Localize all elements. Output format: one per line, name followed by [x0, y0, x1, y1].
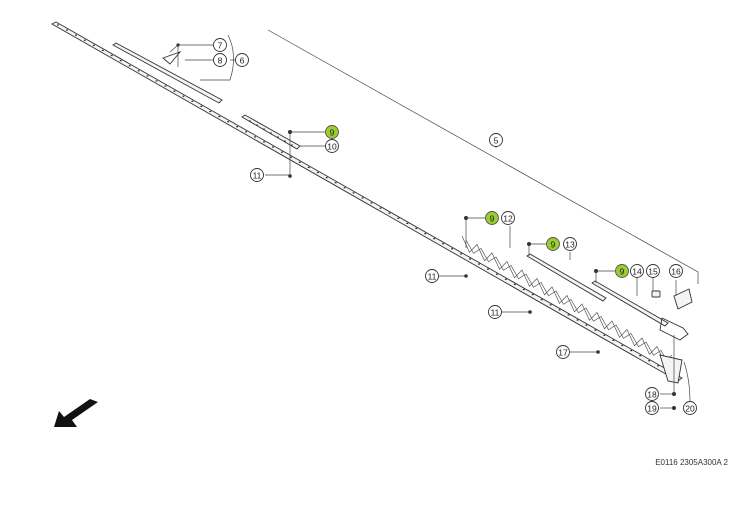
callout-label: 15	[648, 267, 658, 277]
guard-plate-8	[162, 44, 182, 65]
callout-11: 11	[250, 168, 264, 182]
callout-7: 7	[213, 38, 227, 52]
callout-14: 14	[630, 264, 644, 278]
arrow-down-left-icon	[54, 399, 98, 427]
knife-bar	[51, 21, 683, 382]
callout-13: 13	[563, 237, 577, 251]
callout-8: 8	[213, 53, 227, 67]
callout-label: 20	[685, 404, 695, 414]
callout-label: 11	[253, 171, 262, 181]
callout-label: 10	[327, 142, 337, 152]
callout-12: 12	[501, 211, 515, 225]
callout-9: 9	[325, 125, 339, 139]
bolt-18-19	[672, 392, 676, 410]
callout-label: 16	[671, 267, 681, 277]
callout-label: 12	[503, 214, 513, 224]
callout-label: 9	[551, 240, 556, 250]
callout-label: 5	[494, 136, 499, 146]
callout-9: 9	[485, 211, 499, 225]
knife-sections	[461, 235, 677, 365]
callout-17: 17	[556, 345, 570, 359]
callout-label: 7	[218, 41, 223, 51]
callout-label: 9	[330, 128, 335, 138]
callout-11: 11	[425, 269, 439, 283]
callout-label: 18	[647, 390, 657, 400]
pin-15	[651, 290, 661, 298]
callout-9: 9	[546, 237, 560, 251]
callout-label: 13	[565, 240, 575, 250]
callout-15: 15	[646, 264, 660, 278]
callout-label: 9	[490, 214, 495, 224]
callout-label: 9	[620, 267, 625, 277]
callout-label: 17	[558, 348, 568, 358]
callout-10: 10	[325, 139, 339, 153]
end-plate-20	[659, 354, 683, 384]
callout-label: 14	[632, 267, 642, 277]
knife-head-14	[591, 280, 689, 341]
callout-9: 9	[615, 264, 629, 278]
callout-19: 19	[645, 401, 659, 415]
callout-18: 18	[645, 387, 659, 401]
callout-label: 11	[491, 308, 500, 318]
callout-label: 11	[428, 272, 437, 282]
callout-layer: 7 8 6 5 9 10 11 9 12 9 13 9 14 15 16 11 11 17 18 19 20	[213, 38, 697, 415]
callout-20: 20	[683, 401, 697, 415]
callout-label: 19	[647, 404, 657, 414]
hold-down-plate-13	[526, 253, 607, 302]
callout-6: 6	[235, 53, 249, 67]
callout-label: 6	[240, 56, 245, 66]
callout-11: 11	[488, 305, 502, 319]
callout-16: 16	[669, 264, 683, 278]
bushing-16	[673, 288, 693, 310]
callout-5: 5	[489, 133, 503, 147]
drawing-reference-code: E0116 2305A300A 2	[655, 458, 728, 467]
callout-label: 8	[218, 56, 223, 66]
leader-lines	[176, 43, 691, 409]
wear-strip-upper	[112, 42, 223, 104]
